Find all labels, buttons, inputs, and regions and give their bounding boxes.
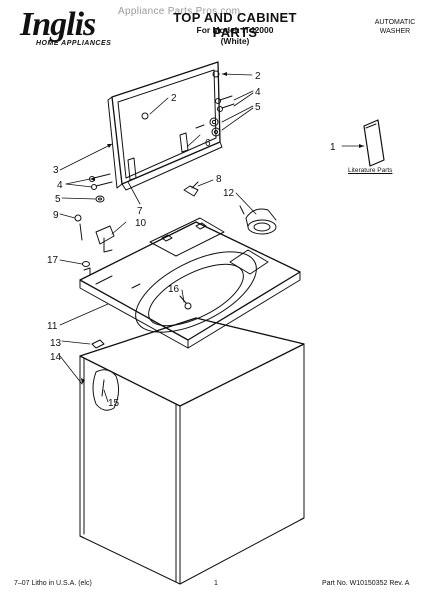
callout-4b: 4 xyxy=(57,180,63,191)
dispenser-cup xyxy=(239,205,277,235)
callout-6: 6 xyxy=(205,138,211,149)
callout-numbers: 1 2 2 3 4 4 5 5 6 7 8 9 10 11 12 13 14 1… xyxy=(47,71,336,409)
literature-parts xyxy=(363,119,385,167)
model-number: For Model: IT42000 xyxy=(196,25,274,35)
footer-page-number: 1 xyxy=(214,580,218,587)
screw-16 xyxy=(179,295,192,310)
product-type: AUTOMATIC WASHER xyxy=(360,18,430,36)
watermark: Appliance Parts Pros.com xyxy=(118,6,241,17)
callout-17: 17 xyxy=(47,255,59,266)
lid-hinges xyxy=(127,124,205,181)
callout-8: 8 xyxy=(216,174,222,185)
footer-part-number: Part No. W10150352 Rev. A xyxy=(322,580,410,587)
callout-10: 10 xyxy=(135,218,147,229)
product-type-line1: AUTOMATIC xyxy=(374,19,416,26)
callout-12: 12 xyxy=(223,188,235,199)
callout-5a: 5 xyxy=(255,102,261,113)
callout-16: 16 xyxy=(168,284,180,295)
lid-screws-right xyxy=(209,70,235,137)
cabinet xyxy=(79,317,305,585)
product-type-line2: WASHER xyxy=(379,28,411,35)
callout-2b: 2 xyxy=(171,93,177,104)
model-color: (White) xyxy=(220,36,250,46)
brand-logo: Inglis xyxy=(20,6,96,43)
footer-litho: 7–07 Litho in U.S.A. (elc) xyxy=(14,580,92,587)
callout-1: 1 xyxy=(330,142,336,153)
lid xyxy=(107,61,223,191)
callout-7: 7 xyxy=(137,206,143,217)
callout-9: 9 xyxy=(53,210,59,221)
leader-arrowheads xyxy=(81,72,364,384)
literature-parts-label: Literature Parts xyxy=(348,167,393,174)
clip-13 xyxy=(91,339,105,349)
callout-11: 11 xyxy=(47,321,58,332)
callout-14: 14 xyxy=(50,352,62,363)
callout-5b: 5 xyxy=(55,194,61,205)
callout-3: 3 xyxy=(53,165,59,176)
callout-4a: 4 xyxy=(255,87,261,98)
callout-13: 13 xyxy=(50,338,62,349)
pad-15 xyxy=(92,369,120,411)
leader-lines xyxy=(59,73,365,403)
brand-tagline: HOME APPLIANCES xyxy=(36,40,112,47)
diagram-title: TOP AND CABINET PARTS xyxy=(173,10,297,40)
callout-2a: 2 xyxy=(255,71,261,82)
top-cover xyxy=(79,217,301,349)
callout-15: 15 xyxy=(108,398,120,409)
